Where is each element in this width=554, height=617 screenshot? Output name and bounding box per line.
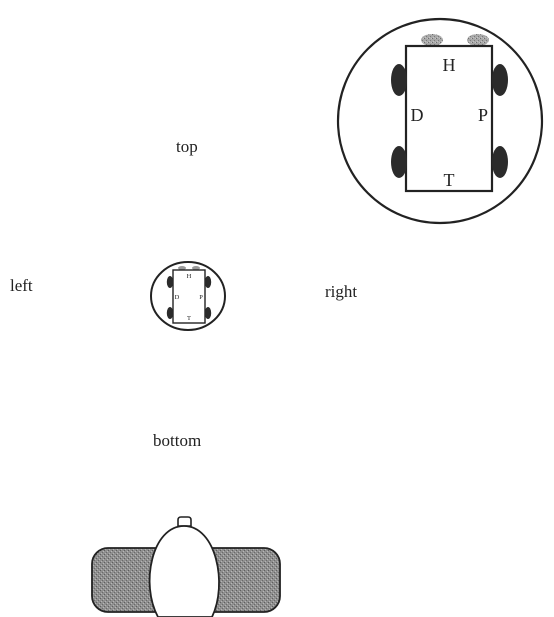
right-side-letter: P <box>478 105 488 125</box>
back-letter: T <box>444 170 455 190</box>
wheel-back-left-small <box>167 307 173 319</box>
view-label-right: right <box>325 283 357 300</box>
right-side-letter-small: P <box>199 294 203 301</box>
wheel-back-right-small <box>205 307 211 319</box>
view-label-left: left <box>10 277 33 294</box>
robot-top-view-large: H D P T <box>336 14 544 228</box>
back-letter-small: T <box>187 315 191 322</box>
front-sensor-left <box>421 34 443 46</box>
front-letter: H <box>443 55 456 75</box>
front-sensor-right <box>467 34 489 46</box>
view-label-top: top <box>176 138 198 155</box>
wheel-back-left <box>391 146 407 178</box>
wheel-front-right-small <box>205 276 211 288</box>
wheel-front-left <box>391 64 407 96</box>
view-label-bottom: bottom <box>153 432 201 449</box>
robot-side-view <box>88 514 284 617</box>
wheel-front-left-small <box>167 276 173 288</box>
robot-top-view-small: H D P T <box>146 258 230 334</box>
front-letter-small: H <box>187 273 192 280</box>
robot-dome-side <box>150 526 219 617</box>
wheel-front-right <box>492 64 508 96</box>
top-sensor-bump <box>178 517 191 526</box>
left-side-letter: D <box>411 105 424 125</box>
wheel-back-right <box>492 146 508 178</box>
left-side-letter-small: D <box>175 294 180 301</box>
